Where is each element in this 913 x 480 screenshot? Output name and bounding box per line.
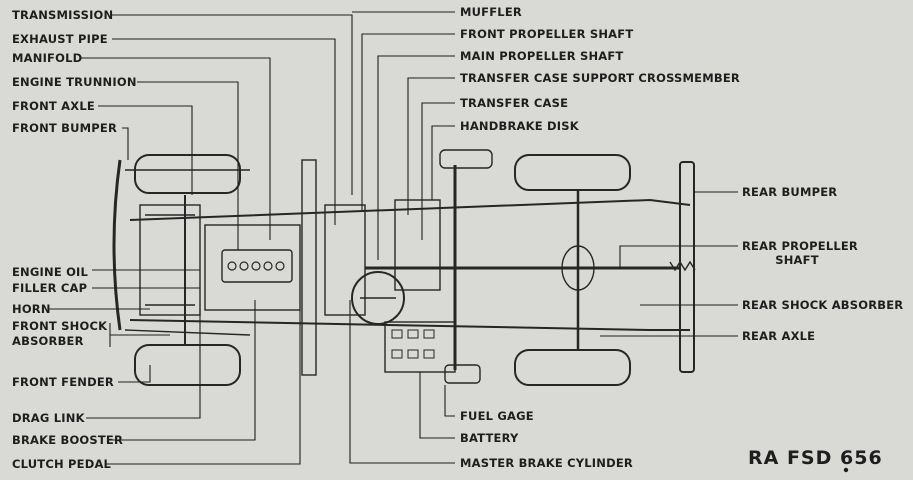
transmission-shape — [324, 204, 366, 316]
transfer-case-shape — [394, 199, 441, 291]
front-bumper-shape — [112, 159, 122, 331]
label-drag-link: DRAG LINK — [12, 411, 85, 425]
label-transfer-case-support-crossmember: TRANSFER CASE SUPPORT CROSSMEMBER — [460, 71, 740, 85]
engine-block-shape — [204, 224, 301, 311]
label-engine-oil-filler-cap-line2: FILLER CAP — [12, 281, 88, 295]
label-front-bumper: FRONT BUMPER — [12, 121, 118, 135]
label-front-propeller-shaft: FRONT PROPELLER SHAFT — [460, 27, 634, 41]
label-handbrake-disk: HANDBRAKE DISK — [460, 119, 579, 133]
label-manifold: MANIFOLD — [12, 51, 83, 65]
label-brake-booster: BRAKE BOOSTER — [12, 433, 124, 447]
label-front-fender: FRONT FENDER — [12, 375, 114, 389]
label-front-shock-absorber-line1: FRONT SHOCK — [12, 319, 108, 333]
label-clutch-pedal: CLUTCH PEDAL — [12, 457, 112, 471]
leader-lines — [48, 11, 738, 465]
front-left-wheel — [134, 154, 241, 194]
rear-bumper-shape — [679, 161, 695, 373]
label-transfer-case: TRANSFER CASE — [460, 96, 569, 110]
label-rear-propeller-shaft-line2: SHAFT — [775, 253, 819, 267]
label-engine-trunnion: ENGINE TRUNNION — [12, 75, 137, 89]
label-front-shock-absorber-line2: ABSORBER — [12, 334, 84, 348]
firewall-shape — [301, 159, 317, 376]
rear-spring-shape — [669, 260, 696, 272]
label-muffler: MUFFLER — [460, 5, 522, 19]
rear-right-wheel — [514, 349, 631, 386]
frame-rail-lower — [129, 319, 690, 331]
valve-cover-shape — [221, 249, 293, 283]
dot-mark — [843, 467, 849, 473]
radiator-shape — [139, 204, 201, 316]
label-battery: BATTERY — [460, 431, 519, 445]
label-rear-axle: REAR AXLE — [742, 329, 816, 343]
fuel-gage-shape — [444, 364, 481, 384]
label-engine-oil-filler-cap-line1: ENGINE OIL — [12, 265, 89, 279]
label-horn: HORN — [12, 302, 51, 316]
label-rear-bumper: REAR BUMPER — [742, 185, 838, 199]
figure-reference: RA FSD 656 — [748, 447, 883, 469]
label-transmission: TRANSMISSION — [12, 8, 114, 22]
spark-plugs — [227, 261, 285, 271]
label-main-propeller-shaft: MAIN PROPELLER SHAFT — [460, 49, 624, 63]
front-right-wheel — [134, 344, 241, 386]
handbrake-disk-shape — [439, 149, 493, 169]
label-front-axle: FRONT AXLE — [12, 99, 95, 113]
differential-shape — [561, 245, 595, 291]
front-fender-shape — [124, 169, 251, 336]
label-fuel-gage: FUEL GAGE — [460, 409, 534, 423]
frame-rail-upper — [129, 198, 691, 221]
rear-left-wheel — [514, 154, 631, 191]
label-rear-shock-absorber: REAR SHOCK ABSORBER — [742, 298, 904, 312]
label-exhaust-pipe: EXHAUST PIPE — [12, 32, 108, 46]
label-rear-propeller-shaft-line1: REAR PROPELLER — [742, 239, 858, 253]
label-master-brake-cylinder: MASTER BRAKE CYLINDER — [460, 456, 633, 470]
